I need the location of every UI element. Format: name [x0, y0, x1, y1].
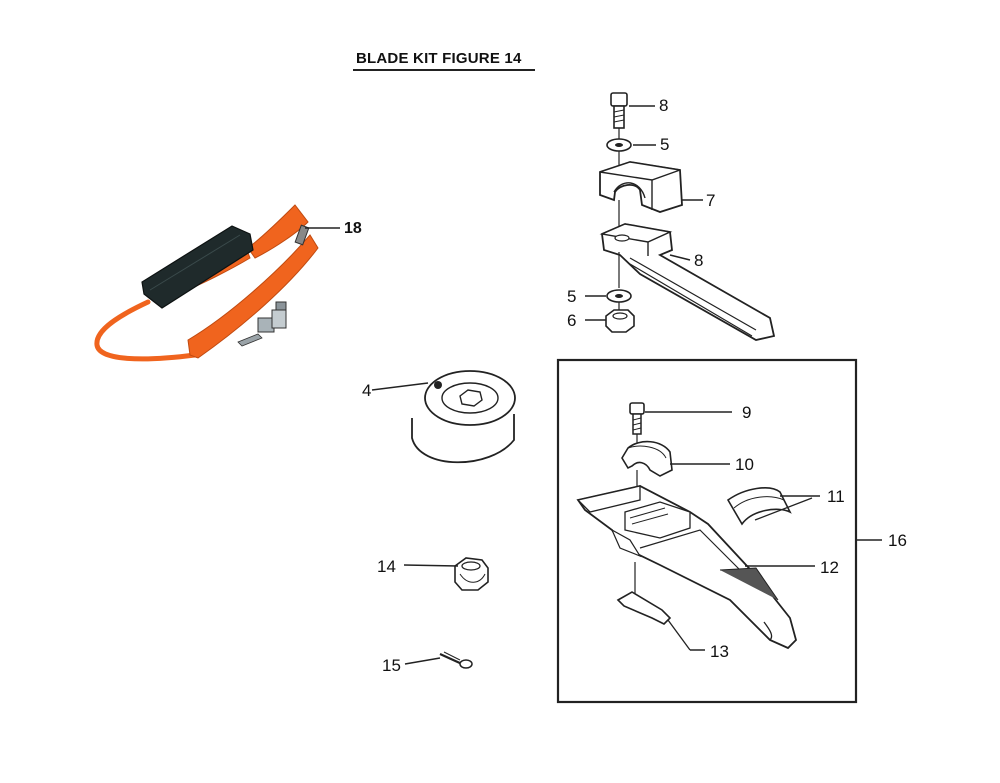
pin-15	[404, 651, 473, 669]
harness-strap	[94, 204, 340, 362]
guard-12	[576, 485, 815, 650]
callout-7-clamp: 7	[706, 191, 716, 210]
callout-14-nut: 14	[377, 557, 396, 576]
nut-6	[585, 309, 635, 333]
callout-13-bracket: 13	[710, 642, 729, 661]
callout-5-washer-bottom: 5	[567, 287, 577, 306]
callout-8-arm: 8	[694, 251, 704, 270]
drum-4	[371, 370, 516, 464]
bolt-9	[629, 402, 732, 435]
arm-8	[599, 223, 776, 341]
callout-15-pin: 15	[382, 656, 401, 675]
sleeve-11	[726, 487, 820, 526]
callout-4-drum: 4	[362, 381, 372, 400]
callout-18-harness: 18	[344, 220, 362, 237]
figure-title: BLADE KIT FIGURE 14	[356, 50, 522, 67]
guard-kit-box-16	[556, 358, 858, 704]
bracket-13	[616, 591, 705, 651]
callout-10-clip: 10	[735, 455, 754, 474]
callout-8-bolt: 8	[659, 96, 669, 115]
nut-14	[403, 557, 489, 591]
bolt-8-top	[610, 92, 655, 129]
washer-5-top	[606, 138, 656, 152]
callout-6-nut: 6	[567, 311, 577, 330]
clamp-7	[599, 161, 703, 213]
callout-5-washer-top: 5	[660, 135, 670, 154]
callout-9-bolt: 9	[742, 403, 752, 422]
callout-11-sleeve: 11	[827, 487, 845, 506]
callout-16-guard-kit: 16	[888, 531, 907, 550]
washer-5-bottom	[585, 289, 632, 303]
callout-12-guard: 12	[820, 558, 839, 577]
clip-10	[621, 440, 730, 477]
title-underline	[353, 69, 535, 71]
